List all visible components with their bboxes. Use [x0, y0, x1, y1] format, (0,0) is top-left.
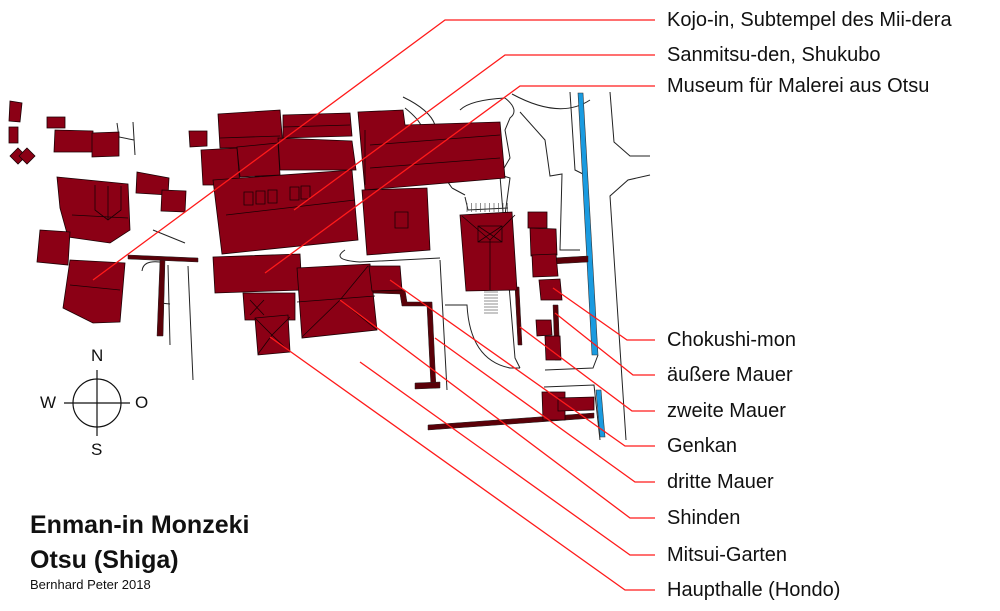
- leader-line: [554, 312, 655, 376]
- compass-icon: [64, 370, 130, 436]
- plan-label: Kojo-in, Subtempel des Mii-dera: [667, 9, 952, 31]
- compass-east-label: O: [135, 393, 149, 412]
- compass-south-label: S: [91, 440, 103, 459]
- compass-west-label: W: [40, 393, 57, 412]
- leader-line: [552, 287, 655, 341]
- plan-label: Shinden: [667, 507, 741, 529]
- leader-line: [519, 326, 655, 412]
- roads: [116, 91, 651, 441]
- leader-line: [264, 85, 655, 274]
- plan-label: äußere Mauer: [667, 364, 793, 386]
- compass-north-label: N: [91, 346, 104, 365]
- plan-title: Enman-in Monzeki: [30, 511, 250, 539]
- leader-line: [359, 361, 655, 556]
- plan-subtitle: Otsu (Shiga): [30, 546, 179, 574]
- plan-label: Sanmitsu-den, Shukubo: [667, 44, 881, 66]
- leader-line: [92, 19, 655, 281]
- plan-label: Chokushi-mon: [667, 329, 796, 351]
- plan-label: Genkan: [667, 435, 738, 457]
- stairs: [466, 203, 508, 314]
- water-channel: [577, 92, 606, 438]
- roof-lines: [69, 124, 516, 355]
- leader-line: [269, 336, 655, 591]
- buildings: [8, 100, 595, 421]
- leader-line: [434, 337, 655, 483]
- plan-label: dritte Mauer: [667, 471, 774, 493]
- leader-lines: [92, 19, 655, 591]
- leader-line: [389, 279, 655, 447]
- plan-label: Mitsui-Garten: [667, 544, 788, 566]
- plan-label: Haupthalle (Hondo): [667, 579, 841, 601]
- leader-line: [293, 54, 655, 211]
- plan-label: zweite Mauer: [667, 400, 786, 422]
- credit: Bernhard Peter 2018: [30, 577, 151, 592]
- plan-label: Museum für Malerei aus Otsu: [667, 75, 930, 97]
- leader-line: [339, 299, 655, 519]
